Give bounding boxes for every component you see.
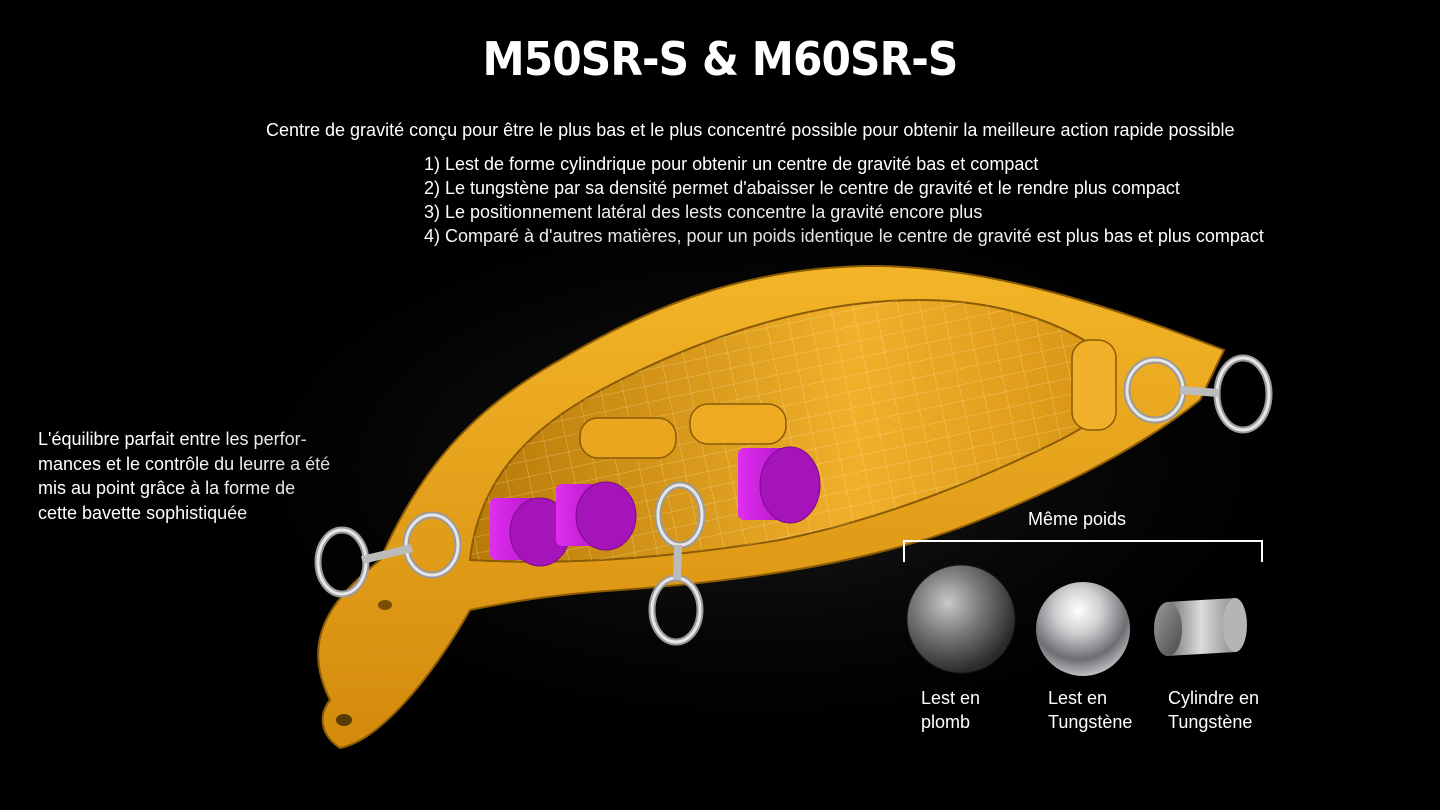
page-title: M50SR-S & M60SR-S [482, 32, 959, 86]
tail-ring [1123, 354, 1273, 434]
front-ring [314, 511, 462, 598]
tungsten-weight [738, 446, 821, 524]
label-line: Tungstène [1048, 712, 1133, 732]
tungsten-weight [556, 481, 637, 551]
tungsten-ball-label: Lest en Tungstène [1048, 686, 1132, 734]
tungsten-ball-icon [1036, 582, 1130, 676]
lead-ball-label: Lest en plomb [921, 686, 980, 734]
feature-item: 1) Lest de forme cylindrique pour obteni… [424, 154, 1039, 174]
lead-ball-icon [906, 564, 1016, 674]
subtitle: Centre de gravité conçu pour être le plu… [266, 120, 1235, 140]
same-weight-heading: Même poids [1028, 509, 1127, 529]
label-line: Cylindre en [1168, 688, 1260, 708]
label-line: Lest en [1048, 688, 1108, 708]
tungsten-cylinder-icon [1154, 598, 1247, 656]
tungsten-cylinder-label: Cylindre en Tungstène [1168, 686, 1259, 734]
tungsten-weights [490, 446, 821, 567]
eyelet-rings [314, 354, 1273, 646]
label-line: Lest en [921, 688, 981, 708]
comparison-bracket [903, 540, 1263, 562]
tungsten-weight [490, 497, 571, 567]
label-line: Tungstène [1168, 712, 1253, 732]
belly-ring [648, 481, 706, 646]
label-line: plomb [921, 712, 971, 732]
